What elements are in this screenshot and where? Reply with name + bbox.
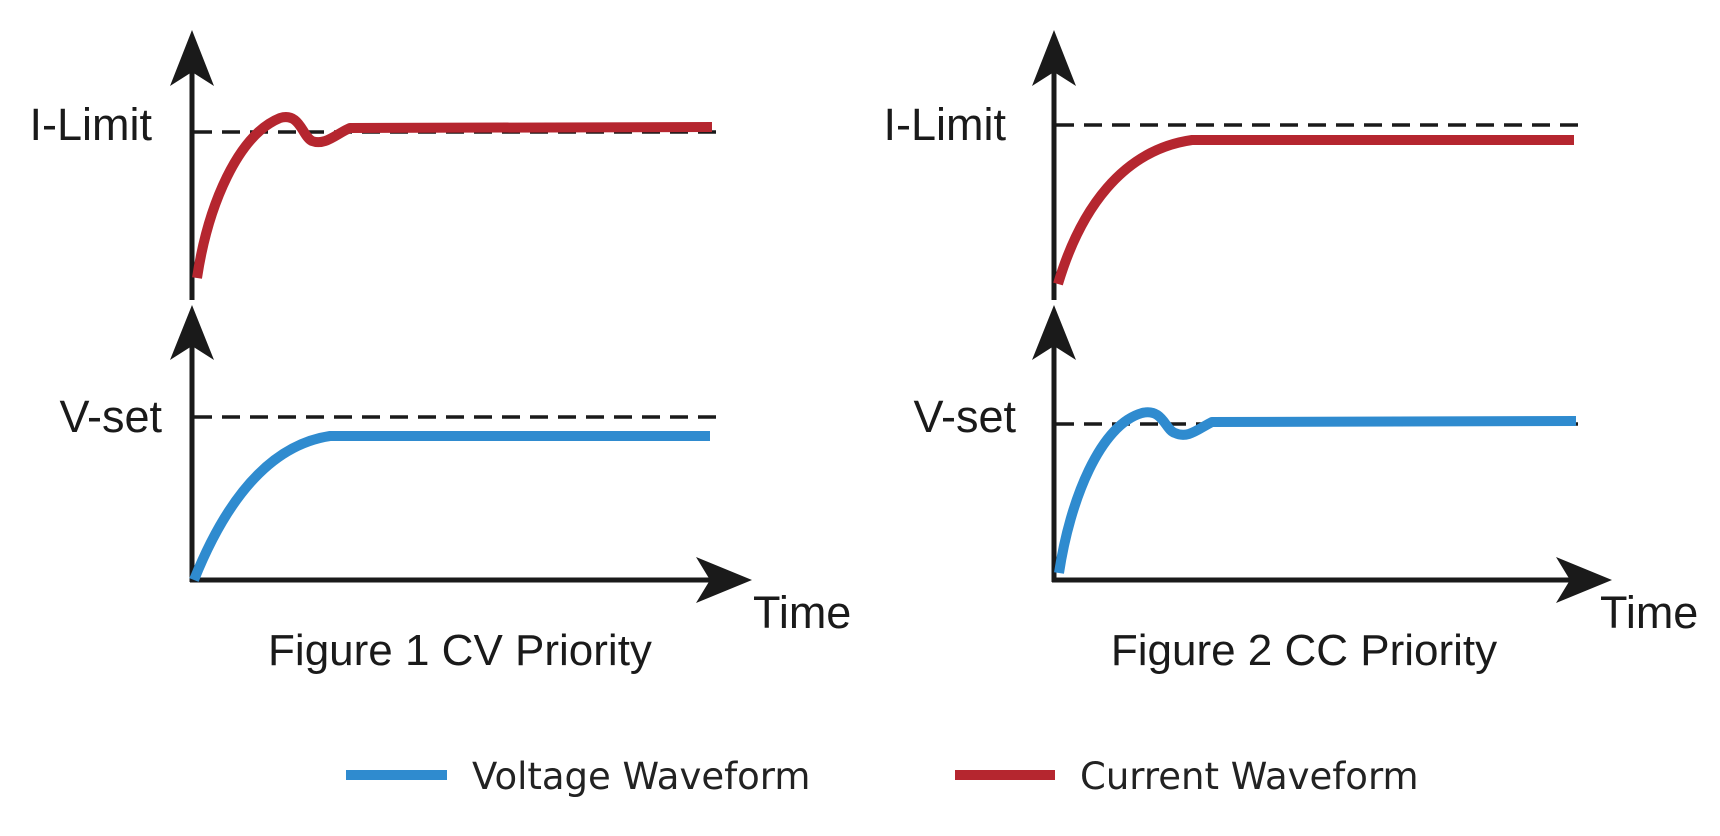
fig2-time-label: Time (1600, 587, 1698, 638)
fig2-current-axis-arrow (1032, 30, 1076, 86)
fig2-time-axis-arrow (1556, 557, 1612, 603)
fig2-caption: Figure 2 CC Priority (1111, 626, 1497, 675)
fig2-voltage-axis-arrow (1032, 305, 1076, 360)
fig1-current-axis-arrow (170, 30, 214, 86)
legend-current-label: Current Waveform (1080, 755, 1419, 798)
fig1-time-label: Time (753, 587, 851, 638)
figure-2: I-Limit V-set Time Figure 2 CC Priority (884, 30, 1698, 675)
fig1-v-set-label: V-set (59, 391, 162, 442)
fig2-voltage-waveform (1054, 407, 1577, 574)
fig1-caption: Figure 1 CV Priority (268, 626, 652, 675)
fig1-time-axis-arrow (696, 557, 752, 603)
legend: Voltage Waveform Current Waveform (346, 755, 1419, 798)
fig2-current-waveform (1053, 135, 1574, 286)
fig1-i-limit-label: I-Limit (30, 99, 153, 150)
fig2-v-set-label: V-set (913, 391, 1016, 442)
fig1-current-waveform (192, 112, 713, 279)
figure-1: I-Limit V-set Time Figure 1 CV Priority (30, 30, 851, 675)
fig2-i-limit-label: I-Limit (884, 99, 1007, 150)
fig1-voltage-axis-arrow (170, 305, 214, 360)
legend-voltage-label: Voltage Waveform (472, 755, 810, 798)
fig1-voltage-waveform (189, 431, 710, 582)
